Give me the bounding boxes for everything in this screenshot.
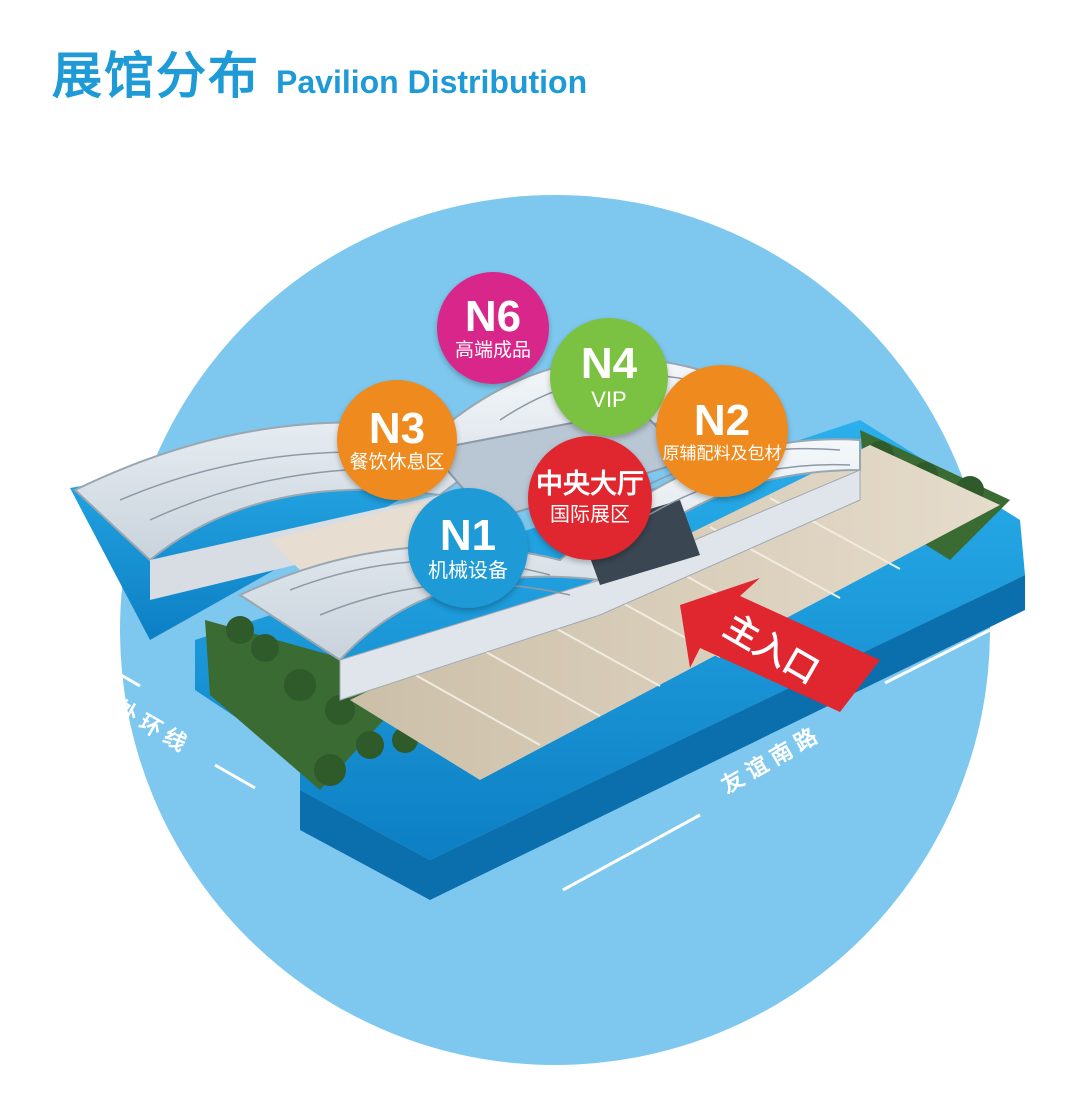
pavilion-badge-central-hall[interactable]: 中央大厅 国际展区: [528, 436, 652, 560]
title-chinese: 展馆分布: [52, 48, 260, 104]
pavilion-label: 餐饮休息区: [349, 451, 445, 473]
youyi-road-line-1: [884, 628, 991, 685]
page-title: 展馆分布 Pavilion Distribution: [52, 36, 587, 108]
pavilion-code: 中央大厅: [536, 468, 644, 499]
youyi-road-line-2: [562, 813, 701, 892]
pavilion-badge-n6[interactable]: N6 高端成品: [437, 272, 549, 384]
pavilion-code: N4: [580, 338, 638, 388]
pavilion-code: N6: [464, 291, 522, 341]
main-entrance-arrow: [680, 578, 880, 712]
pavilion-code: N3: [368, 403, 426, 453]
pavilion-label: 高端成品: [454, 339, 531, 361]
pavilion-badge-n4[interactable]: N4 VIP: [550, 318, 668, 436]
title-english: Pavilion Distribution: [276, 64, 588, 100]
outer-ring-line-top: [94, 658, 141, 688]
pavilion-badge-n2[interactable]: N2 原辅配料及包材: [656, 365, 788, 497]
entrance-plaza: [350, 445, 1000, 780]
pavilion-label: 机械设备: [428, 560, 508, 582]
pavilion-code: N2: [693, 395, 751, 445]
pavilion-code: N1: [439, 511, 497, 560]
pavilion-badge-n1[interactable]: N1 机械设备: [408, 488, 528, 608]
pavilion-badge-n3[interactable]: N3 餐饮休息区: [337, 380, 457, 500]
pavilion-label: 原辅配料及包材: [662, 443, 782, 463]
outer-ring-line-bottom: [214, 763, 256, 790]
pavilion-label: VIP: [591, 386, 627, 412]
pavilion-label: 国际展区: [550, 503, 630, 526]
